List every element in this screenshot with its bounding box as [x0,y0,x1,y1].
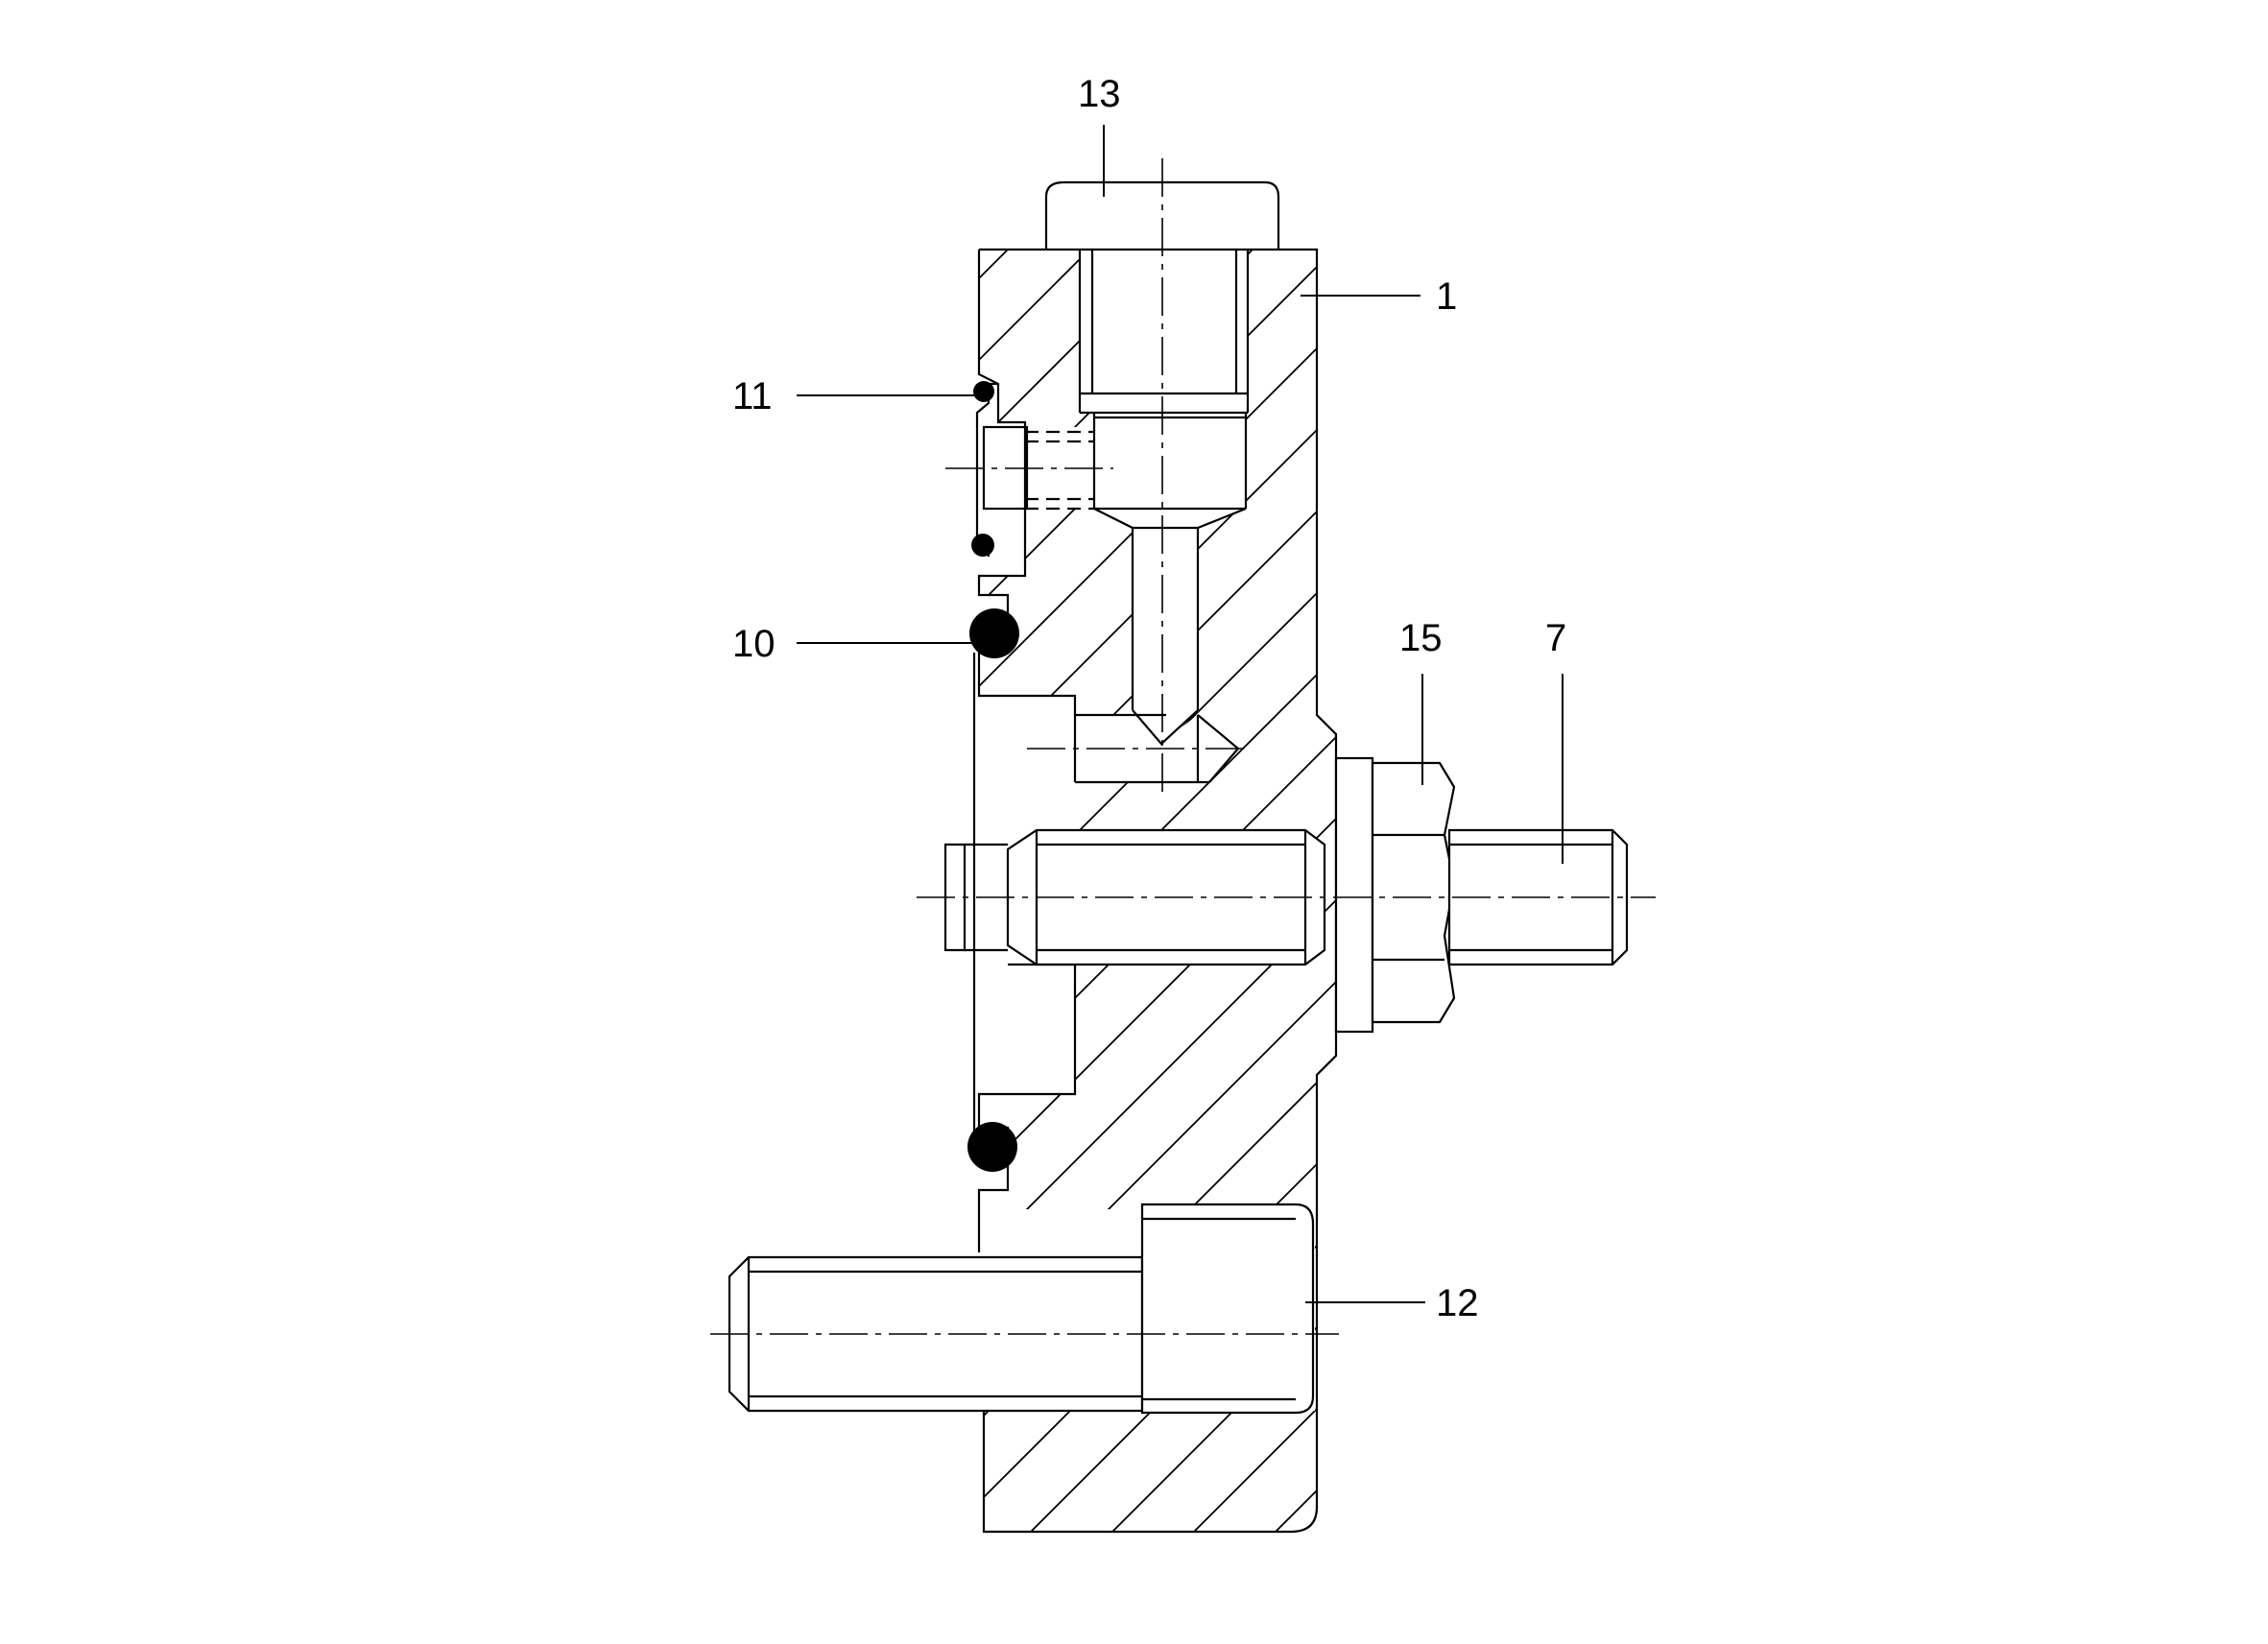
o-ring-10-lower [967,1122,1017,1172]
hatch-line [979,250,1066,1532]
upper-bore-step [1094,393,1246,417]
stud-7 [1006,756,1629,1034]
hatch-line [0,192,576,1632]
o-ring-10-upper [969,608,1019,658]
callout-15: 15 [1399,617,1443,659]
nut-15 [1371,761,1456,1024]
o-ring-11-upper [973,381,994,402]
hatch-line [979,250,985,1532]
body-left-outline [977,250,1077,782]
hatch-line [0,192,657,1632]
o-ring-11-lower [971,534,994,557]
leader-lines [797,125,1564,1303]
upper-bore [1080,250,1248,413]
hatch-line [0,192,821,1632]
body-outline [979,248,1338,1534]
callout-1: 1 [1436,275,1457,318]
hatch-line [0,192,739,1632]
center-bore [1094,417,1246,710]
callout-11: 11 [732,375,773,417]
o-ring-seals [967,381,1019,1172]
bolt-12 [728,1203,1315,1415]
callout-13: 13 [1078,73,1121,115]
callout-12: 12 [1436,1282,1479,1324]
callout-10: 10 [732,623,776,665]
callout-7: 7 [1545,617,1566,659]
centerlines [710,158,1656,1335]
hatch-line [979,250,1336,1532]
plug-13 [1044,180,1280,746]
